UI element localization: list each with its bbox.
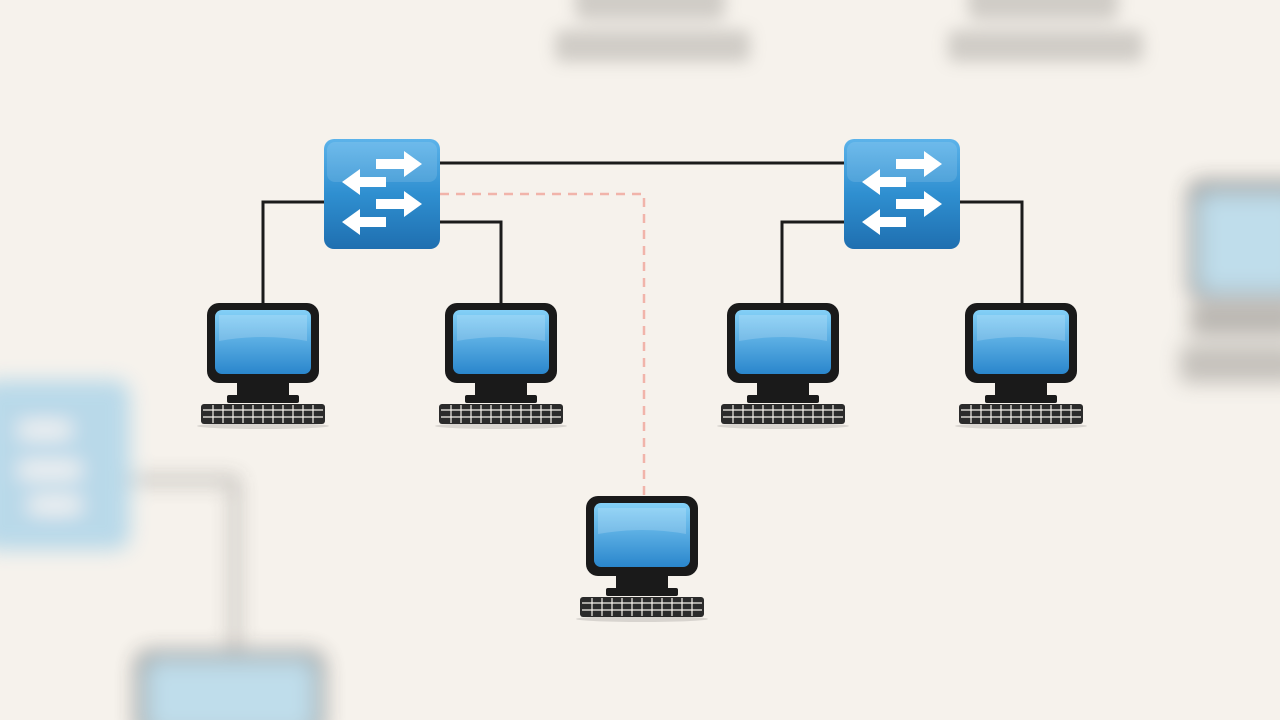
link-dashed-switch-left-pc-5 (440, 192, 646, 500)
desktop-computer-icon (575, 495, 709, 623)
link-switch-left-pc-2 (440, 220, 503, 305)
network-links (261, 161, 1024, 500)
link-switch-left-pc-1 (261, 200, 325, 305)
desktop-computer-icon (716, 302, 850, 430)
desktop-computer-icon (434, 302, 568, 430)
link-switch-right-pc-3 (780, 220, 845, 305)
desktop-computer-icon (954, 302, 1088, 430)
network-switch-icon (844, 139, 960, 249)
desktop-computer-icon (196, 302, 330, 430)
network-switch-icon (324, 139, 440, 249)
link-switch-right-pc-4 (960, 200, 1024, 305)
